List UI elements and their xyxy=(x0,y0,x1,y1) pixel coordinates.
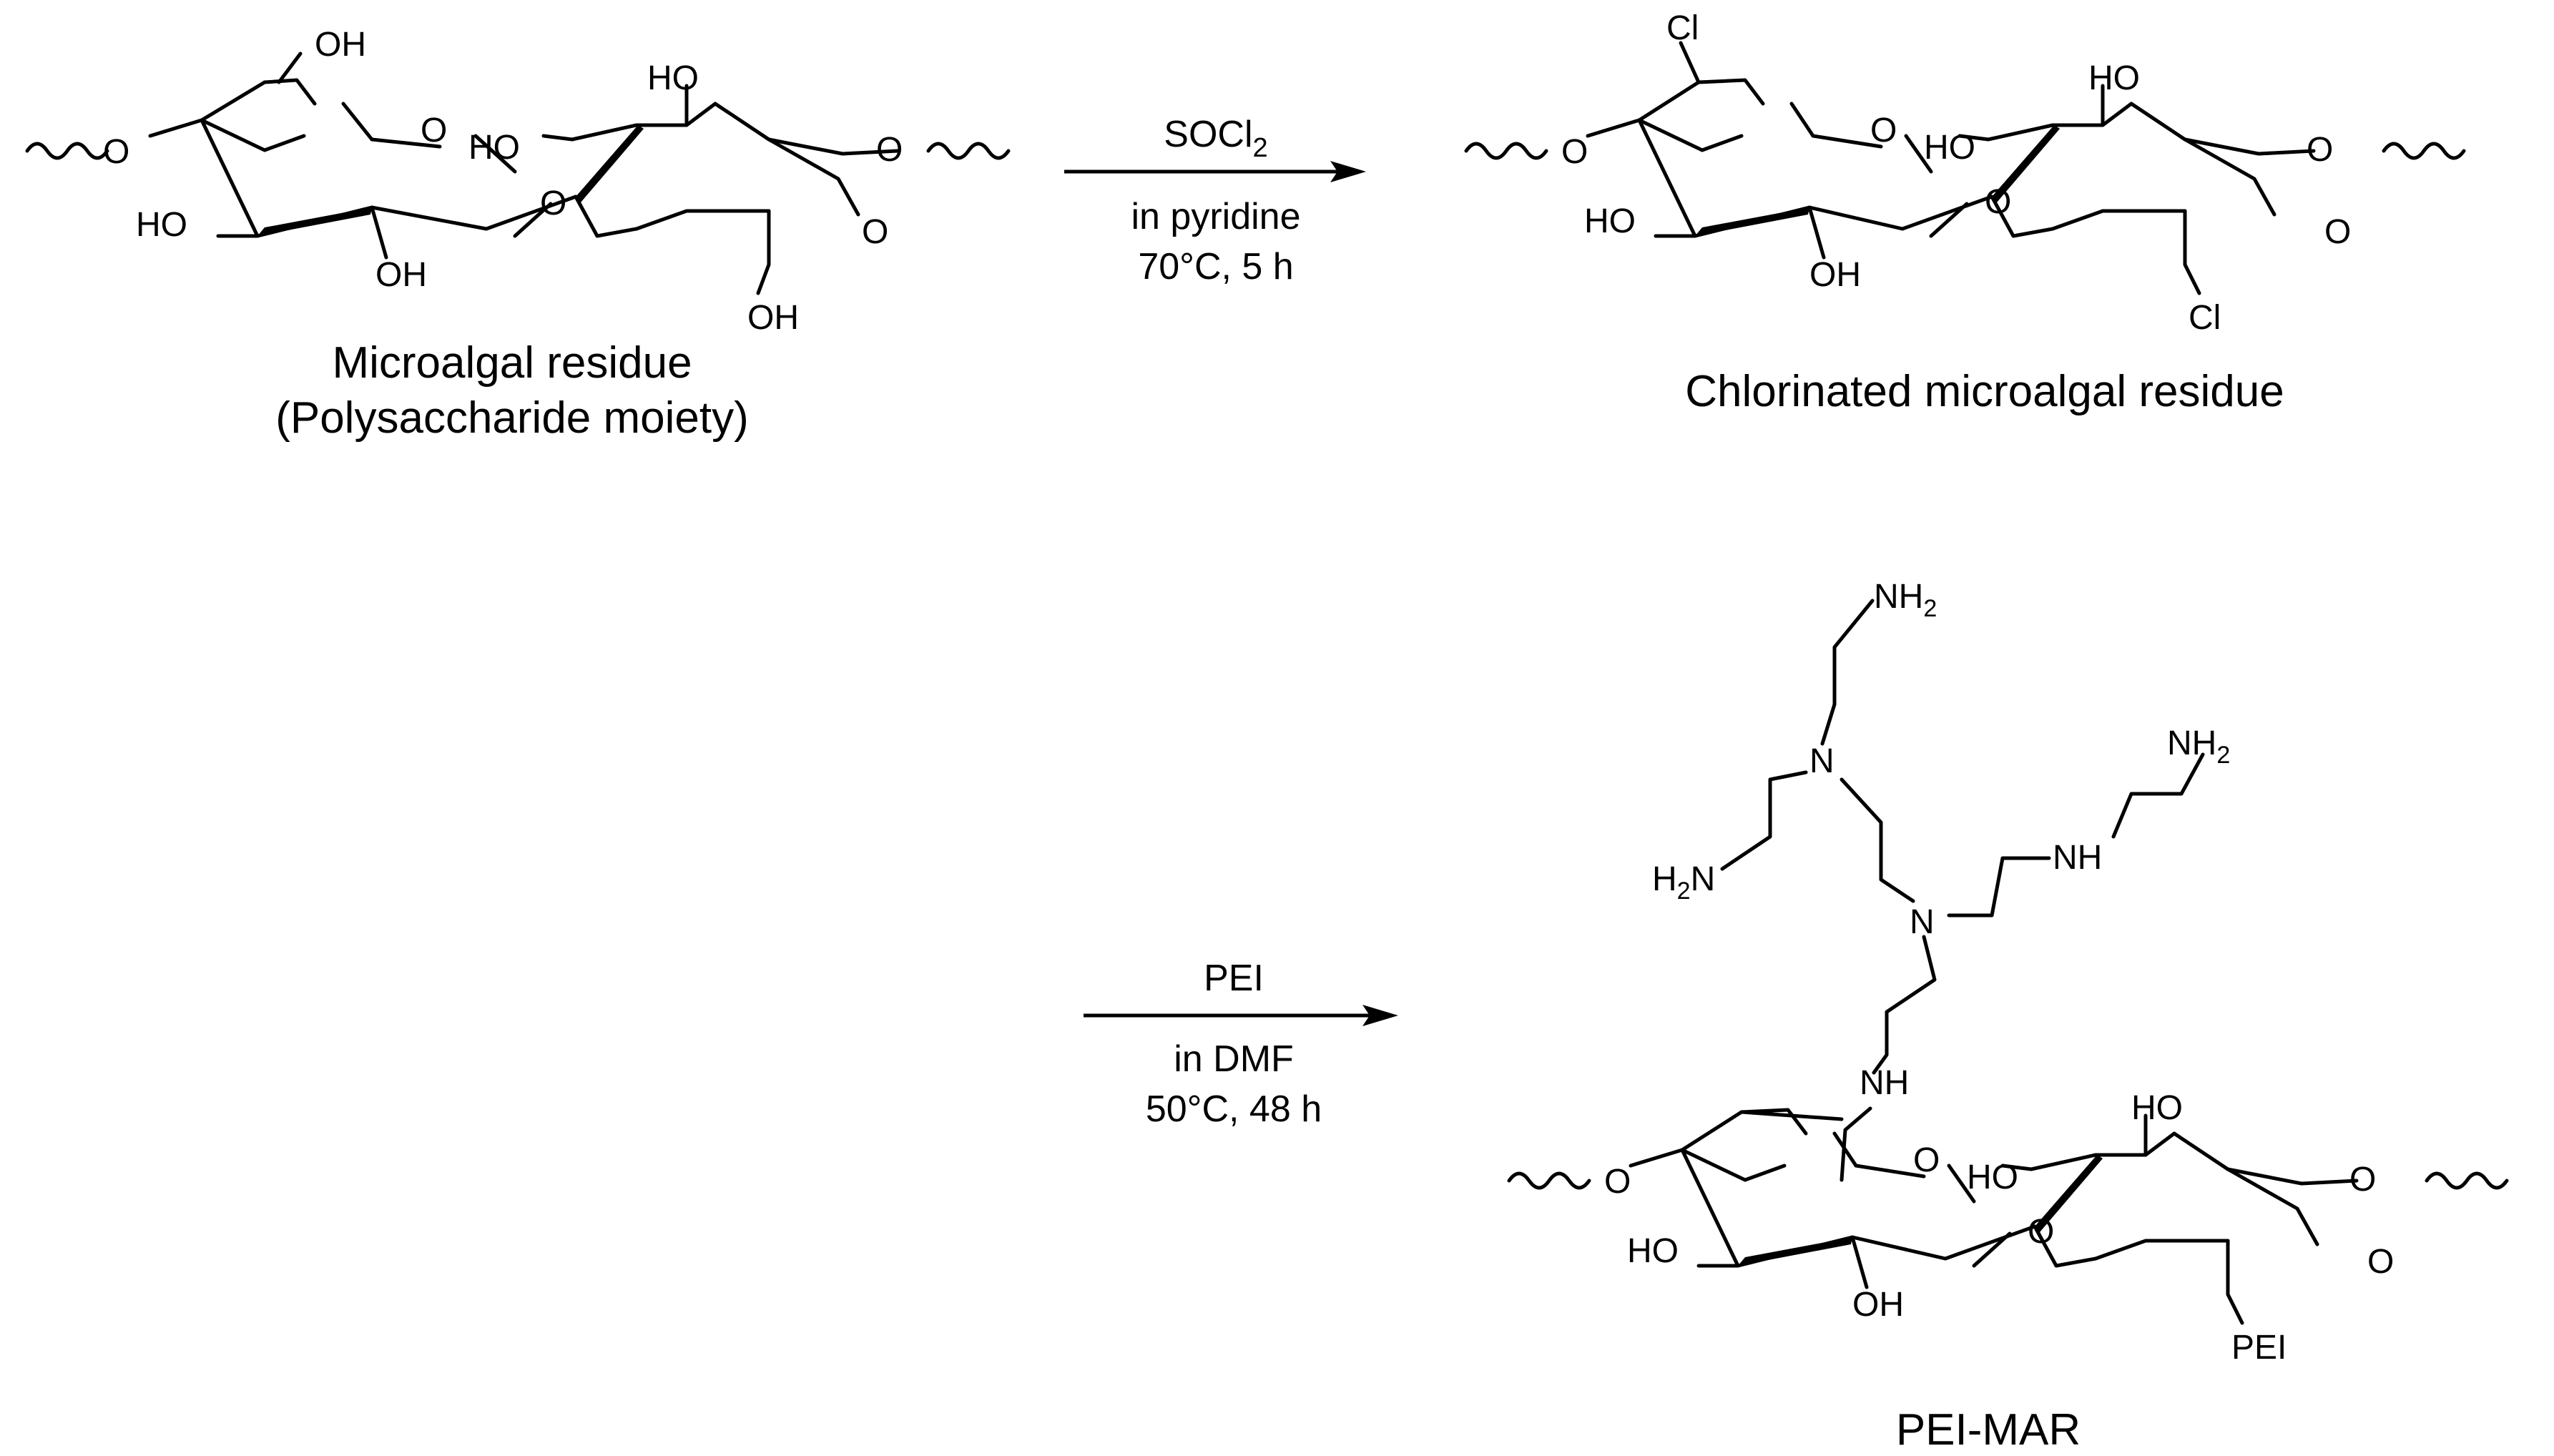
ring-o-left: O xyxy=(421,112,447,149)
ho-2-right: HO xyxy=(647,59,699,97)
ho-2-right-cl: HO xyxy=(2088,59,2140,97)
oh-6: OH xyxy=(315,26,366,64)
ho-3-pei: HO xyxy=(1627,1232,1679,1270)
ring-o-left-cl: O xyxy=(1870,112,1897,149)
pei-chain-structure xyxy=(1720,599,2205,1182)
nh-right: NH xyxy=(2053,839,2102,877)
nh2-top: NH2 xyxy=(1874,578,1937,622)
reaction-arrow-1 xyxy=(1064,161,1366,182)
ho-3-right-cl: HO xyxy=(1924,129,1975,167)
ho-3-right: HO xyxy=(468,129,520,167)
oh-6-right: OH xyxy=(747,299,799,337)
conditions-step2: 50°C, 48 h xyxy=(1146,1088,1322,1130)
o-link-left: O xyxy=(103,133,129,171)
o-link-right-cl: O xyxy=(2307,131,2333,169)
ring-o-left-pei: O xyxy=(1913,1141,1940,1179)
glycosidic-o-cl: O xyxy=(1985,183,2011,221)
nh2-right: NH2 xyxy=(2167,724,2230,769)
pei-substituent: PEI xyxy=(2231,1329,2287,1367)
solvent-pyridine: in pyridine xyxy=(1131,196,1300,237)
ring-o-right: O xyxy=(862,213,888,251)
reaction-arrow-2 xyxy=(1084,1005,1398,1026)
chlorinated-name: Chlorinated microalgal residue xyxy=(1685,367,2284,416)
oh-2: OH xyxy=(375,256,427,294)
o-link-right-pei: O xyxy=(2349,1161,2376,1199)
oh-2-cl: OH xyxy=(1809,256,1861,294)
chlorinated-residue-structure xyxy=(1464,41,2466,295)
glycosidic-o-pei: O xyxy=(2028,1213,2054,1251)
h2n-left: H2N xyxy=(1652,860,1715,905)
o-link-left-pei: O xyxy=(1604,1163,1631,1201)
start-name-line1: Microalgal residue xyxy=(332,338,692,388)
ho-3-right-pei: HO xyxy=(1967,1159,2018,1196)
ho-3-cl: HO xyxy=(1584,202,1636,240)
start-name-line2: (Polysaccharide moiety) xyxy=(275,393,749,443)
microalgal-residue-structure xyxy=(25,51,1011,295)
ring-o-right-cl: O xyxy=(2324,213,2351,251)
product-name: PEI-MAR xyxy=(1896,1405,2081,1455)
pei-mar-structure xyxy=(1507,1108,2509,1325)
cl-6: Cl xyxy=(1666,9,1699,47)
o-link-left-cl: O xyxy=(1561,133,1588,171)
reagent-socl2: SOCl2 xyxy=(1164,114,1267,163)
n-tertiary-lower: N xyxy=(1910,903,1935,941)
ring-o-right-pei: O xyxy=(2367,1243,2394,1281)
ho-2-right-pei: HO xyxy=(2131,1089,2183,1127)
oh-2-pei: OH xyxy=(1852,1286,1904,1324)
conditions-step1: 70°C, 5 h xyxy=(1138,246,1293,287)
cl-6-right: Cl xyxy=(2189,299,2221,337)
nh-linker: NH xyxy=(1860,1064,1909,1102)
glycosidic-o: O xyxy=(540,185,566,222)
ho-3: HO xyxy=(136,206,187,244)
reagent-pei: PEI xyxy=(1204,958,1264,999)
n-tertiary-upper: N xyxy=(1809,742,1835,780)
o-link-right: O xyxy=(876,131,903,169)
solvent-dmf: in DMF xyxy=(1174,1038,1294,1080)
